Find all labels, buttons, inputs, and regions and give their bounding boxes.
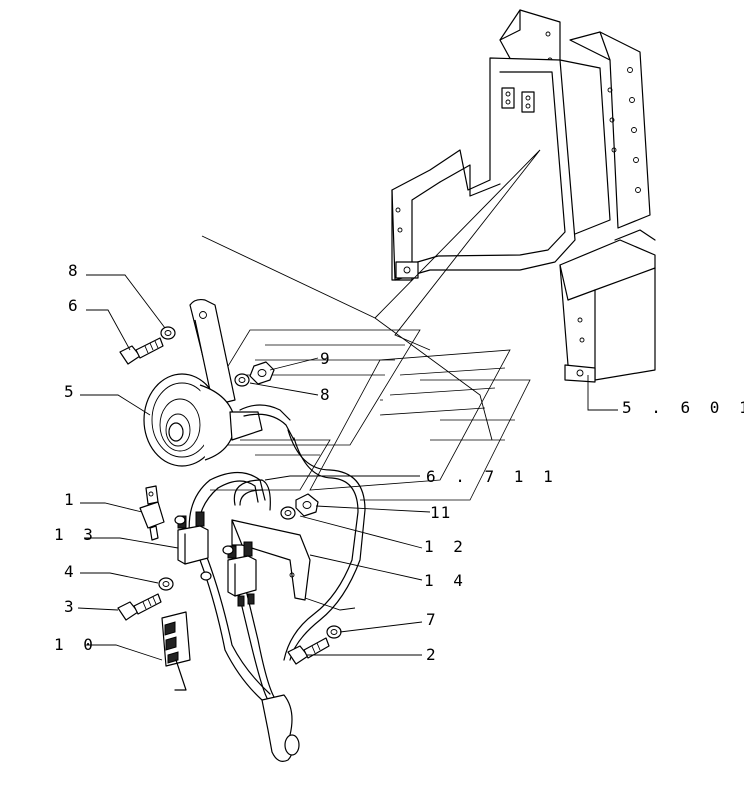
callout-13: 1 3 xyxy=(54,525,98,544)
callout-11: 11 xyxy=(430,503,451,522)
callout-2: 2 xyxy=(426,645,441,664)
bolt-2 xyxy=(287,645,309,665)
washer-4 xyxy=(158,577,174,591)
callout-3: 3 xyxy=(64,597,79,616)
fuse-1 xyxy=(139,485,165,541)
callout-6-711: 6 . 7 1 1 xyxy=(426,467,558,486)
horn-assembly xyxy=(143,298,295,467)
horn-connector xyxy=(229,411,263,441)
washer-8b xyxy=(234,373,250,387)
callout-8-lower: 8 xyxy=(320,385,335,404)
callout-9: 9 xyxy=(320,349,335,368)
background-hatching xyxy=(179,329,531,501)
chassis-frame xyxy=(391,9,656,383)
relays xyxy=(177,511,257,607)
callout-10: 1 0 xyxy=(54,635,98,654)
callout-6: 6 xyxy=(68,296,83,315)
reference-lines xyxy=(201,149,541,441)
callout-14: 1 4 xyxy=(424,571,468,590)
washer-7 xyxy=(326,625,342,639)
fasteners xyxy=(117,326,342,665)
wiring-harness xyxy=(188,429,366,762)
fuse-body xyxy=(139,501,165,529)
nut-9 xyxy=(249,361,275,385)
callout-1: 1 xyxy=(64,490,79,509)
callout-4: 4 xyxy=(64,562,79,581)
callout-8-top: 8 xyxy=(68,261,83,280)
callout-leaders xyxy=(77,274,618,661)
connector-10 xyxy=(161,611,191,691)
washer-12 xyxy=(280,506,296,520)
frame-bracket-plate xyxy=(391,57,576,281)
callout-labels: 8 6 9 5 8 5 . 6 0 1 6 . 7 1 1 1 11 1 3 1… xyxy=(54,261,744,664)
frame-box-bracket xyxy=(559,239,656,381)
relay-13b xyxy=(227,555,257,597)
bolt-3 xyxy=(117,601,139,621)
callout-12: 1 2 xyxy=(424,537,468,556)
callout-5-601: 5 . 6 0 1 xyxy=(622,398,744,417)
callout-5: 5 xyxy=(64,382,79,401)
horn-bracket xyxy=(189,298,236,406)
callout-7: 7 xyxy=(426,610,441,629)
relay-13a xyxy=(177,525,209,565)
washer-8a xyxy=(160,326,176,340)
nut-11 xyxy=(295,493,319,517)
bolt-6 xyxy=(119,345,141,365)
